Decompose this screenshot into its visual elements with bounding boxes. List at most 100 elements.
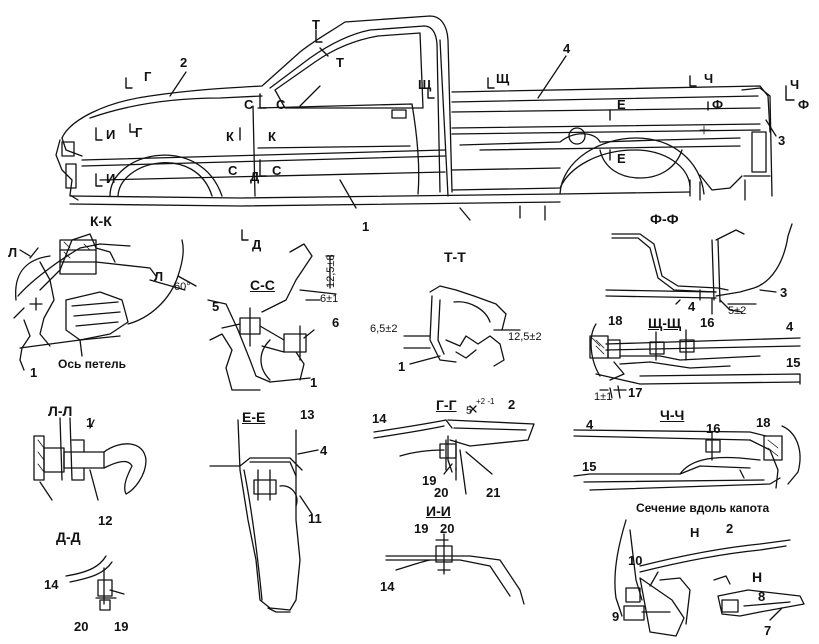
label-18-top: 18 <box>608 313 623 328</box>
label-20-gg: 20 <box>434 485 449 500</box>
hood-section <box>614 519 805 637</box>
label-7: 7 <box>764 623 772 638</box>
section-chch <box>573 425 801 491</box>
label-10: 10 <box>628 553 643 568</box>
label-20-dd: 20 <box>74 619 89 634</box>
label-14-ii: 14 <box>380 579 395 594</box>
label-17: 17 <box>628 385 643 400</box>
section-dd <box>65 555 125 611</box>
label-11: 11 <box>308 511 322 526</box>
label-1-kk: 1 <box>30 365 38 380</box>
label-20-ii: 20 <box>440 521 455 536</box>
mark-d-bottom: Д <box>252 237 262 252</box>
label-3: 3 <box>778 133 786 148</box>
mark-g-top: Г <box>144 69 152 84</box>
label-4-ff: 4 <box>688 299 696 314</box>
label-14-dd: 14 <box>44 577 59 592</box>
mark-f-left: Ф <box>712 97 724 112</box>
mark-i-top: И <box>106 127 116 142</box>
section-kk <box>13 233 197 371</box>
label-19-gg: 19 <box>422 473 437 488</box>
title-chch: Ч-Ч <box>660 407 685 423</box>
section-ee <box>209 419 319 613</box>
mark-e-bottom: Е <box>617 151 626 166</box>
section-ii <box>385 533 525 605</box>
title-ii: И-И <box>426 503 451 519</box>
label-1-ll: 1 <box>86 415 94 430</box>
mark-l-right: Л <box>154 269 164 284</box>
title-gg: Г-Г <box>436 397 457 413</box>
label-4-ch: 4 <box>586 417 594 432</box>
label-19-dd: 19 <box>114 619 129 634</box>
mark-n-top: Н <box>690 525 700 540</box>
dim-6-5-2: 6,5±2 <box>370 323 398 335</box>
section-gg <box>373 405 535 495</box>
label-16-bottom: 16 <box>706 421 721 436</box>
mark-f-right: Ф <box>798 97 810 112</box>
label-1-ss: 1 <box>310 375 318 390</box>
dim-12-5-2: 12,5±2 <box>508 331 542 343</box>
label-19-ii: 19 <box>414 521 429 536</box>
section-ss <box>207 243 337 391</box>
title-kk: К-К <box>90 213 112 229</box>
label-16-top: 16 <box>700 315 715 330</box>
dim-5-tolerance: +2 -1 <box>476 397 495 406</box>
cut-marks <box>95 29 795 241</box>
label-12: 12 <box>98 513 113 528</box>
mark-e-top: Е <box>617 97 626 112</box>
dim-6-1: 6±1 <box>320 293 339 305</box>
label-21: 21 <box>486 485 501 500</box>
label-3-ff: 3 <box>780 285 788 300</box>
label-2-hood: 2 <box>726 521 734 536</box>
mark-s-bottom-right: С <box>272 163 282 178</box>
angle-60: 60° <box>174 281 191 293</box>
mark-t-top: Т <box>312 17 320 32</box>
title-ff: Ф-Ф <box>650 211 679 227</box>
pickup-side-view <box>55 15 777 221</box>
label-1-tt: 1 <box>398 359 406 374</box>
mark-shch-right: Щ <box>496 71 510 86</box>
label-13: 13 <box>300 407 315 422</box>
label-4: 4 <box>563 41 571 56</box>
label-2: 2 <box>180 55 188 70</box>
title-ss: С-С <box>250 277 275 293</box>
mark-s-top-left: С <box>244 97 254 112</box>
label-1: 1 <box>362 219 370 234</box>
title-tt: Т-Т <box>444 249 466 265</box>
section-shchshch <box>589 323 801 399</box>
dim-12-5-8: 12,5±8 <box>325 254 337 288</box>
label-15-top: 15 <box>786 355 801 370</box>
mark-shch-left: Щ <box>418 77 432 92</box>
dim-5-2: 5±2 <box>728 305 747 317</box>
section-tt <box>403 285 521 367</box>
section-ll <box>33 417 147 501</box>
mark-ch-right: Ч <box>790 77 800 92</box>
mark-s-top-right: С <box>276 97 286 112</box>
label-14-gg: 14 <box>372 411 387 426</box>
title-shchshch: Щ-Щ <box>648 315 682 331</box>
title-n: Н <box>752 569 763 585</box>
mark-l-left: Л <box>8 245 18 260</box>
title-ll: Л-Л <box>48 403 73 419</box>
mark-ch-left: Ч <box>704 71 714 86</box>
section-ff <box>605 223 793 315</box>
mark-k-right: К <box>268 129 276 144</box>
title-dd: Д-Д <box>56 529 81 545</box>
label-5: 5 <box>212 299 220 314</box>
label-4-ee: 4 <box>320 443 328 458</box>
mark-s-bottom-left: С <box>228 163 238 178</box>
mark-d-top: Д <box>250 169 260 184</box>
label-4-shch: 4 <box>786 319 794 334</box>
mark-k-left: К <box>226 129 234 144</box>
label-2-gg: 2 <box>508 397 516 412</box>
label-18-bottom: 18 <box>756 415 771 430</box>
dim-5: 5 <box>466 405 473 417</box>
title-hood-section: Сечение вдоль капота <box>636 501 770 515</box>
label-6: 6 <box>332 315 340 330</box>
label-15-bottom: 15 <box>582 459 597 474</box>
label-9: 9 <box>612 609 620 624</box>
hinge-axis-label: Ось петель <box>58 357 127 371</box>
hatching <box>37 125 779 473</box>
mark-g-mid: Г <box>135 125 143 140</box>
